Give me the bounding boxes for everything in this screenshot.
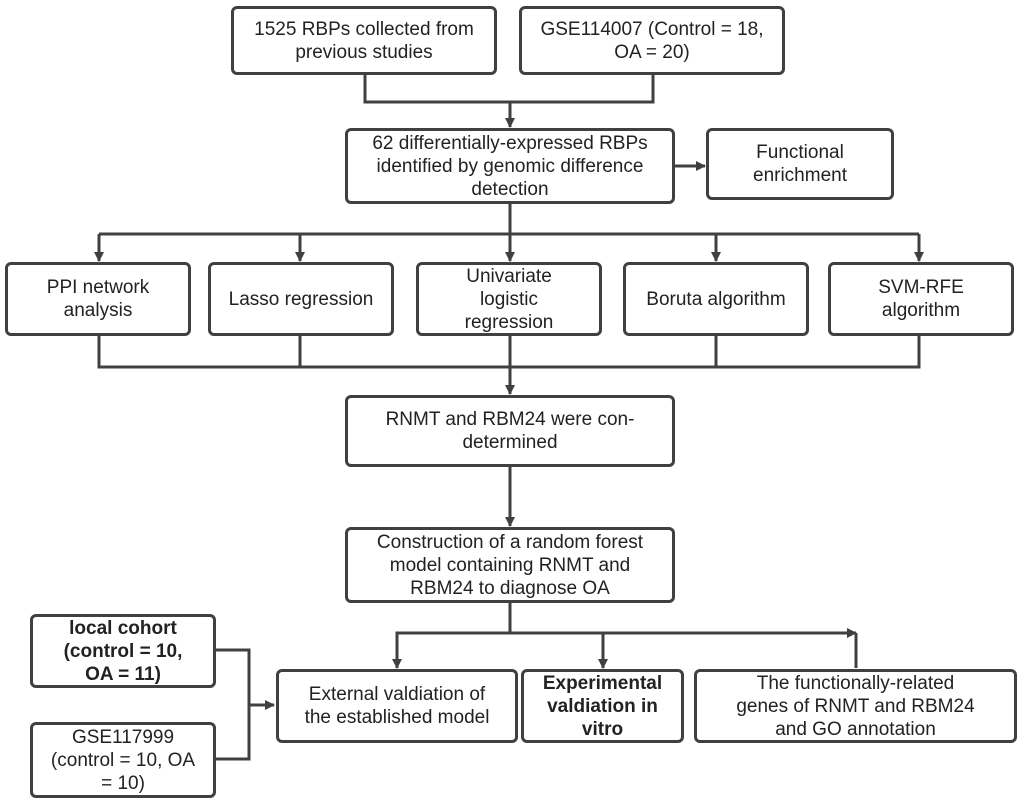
node-gse114007: GSE114007 (Control = 18, OA = 20) xyxy=(519,6,785,75)
node-gse117999: GSE117999 (control = 10, OA = 10) xyxy=(30,722,216,798)
node-differential-rbps: 62 differentially-expressed RBPs identif… xyxy=(345,128,675,204)
node-svm-rfe-algorithm: SVM-RFE algorithm xyxy=(828,262,1014,336)
node-rbps-collected: 1525 RBPs collected from previous studie… xyxy=(231,6,497,75)
node-boruta-algorithm: Boruta algorithm xyxy=(623,262,809,336)
connector-top-merge xyxy=(363,74,655,104)
node-lasso-regression: Lasso regression xyxy=(208,262,394,336)
node-ppi-network-analysis: PPI network analysis xyxy=(5,262,191,336)
node-local-cohort: local cohort (control = 10, OA = 11) xyxy=(30,614,216,688)
connector-bottom-split xyxy=(395,603,856,668)
connector-cohorts xyxy=(216,648,251,761)
node-univariate-logistic-regression: Univariate logistic regression xyxy=(416,262,602,336)
node-functional-genes-go: The functionally-related genes of RNMT a… xyxy=(694,669,1017,743)
node-functional-enrichment: Functional enrichment xyxy=(706,128,894,200)
node-external-validation: External valdiation of the established m… xyxy=(276,669,518,743)
connector-method-split xyxy=(99,204,919,236)
node-random-forest-model: Construction of a random forest model co… xyxy=(345,527,675,603)
node-rnmt-rbm24-determined: RNMT and RBM24 were con- determined xyxy=(345,395,675,467)
node-experimental-validation: Experimental valdiation in vitro xyxy=(521,669,684,743)
